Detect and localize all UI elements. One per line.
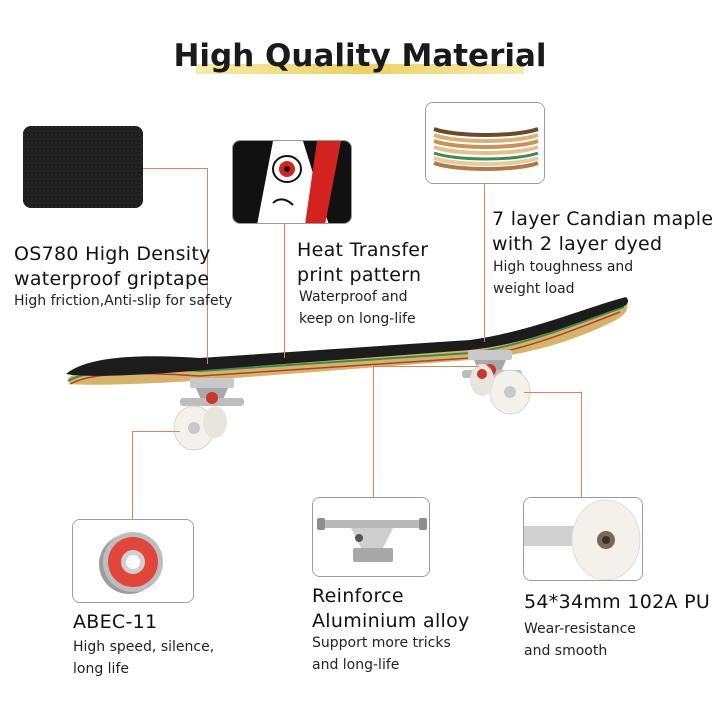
print-heading: Heat Transfer print pattern [297,239,429,286]
truck-thumbnail [312,497,430,577]
wheel-connector-h [524,392,582,393]
truck-desc: Support more tricks and long-life [312,635,451,673]
wheel-desc: Wear-resistance and smooth [524,621,636,659]
maple-heading: 7 layer Candian maple with 2 layer dyed [492,208,714,255]
bearing-thumbnail [72,519,194,603]
wheel-heading: 54*34mm 102A PU [524,591,711,613]
title-highlight [196,64,524,74]
griptape-connector [143,168,208,169]
bearing-connector-h [132,431,180,432]
bearing-heading: ABEC-11 [73,611,158,633]
griptape-thumbnail [23,126,143,208]
griptape-heading: OS780 High Density waterproof griptape [14,243,211,290]
wheel-thumbnail [523,497,643,581]
print-pattern-thumbnail [232,140,352,224]
maple-connector [484,184,485,342]
truck-heading: Reinforce Aluminium alloy [312,585,470,632]
truck-connector-v [373,366,374,497]
bearing-connector-v [132,431,133,519]
truck-connector-h [373,366,479,367]
maple-desc: High toughness and weight load [493,259,634,297]
page-title: High Quality Material [173,38,547,74]
print-connector [284,224,285,358]
wheel-connector-v [581,392,582,497]
maple-layers-thumbnail [425,102,545,184]
bearing-desc: High speed, silence, long life [73,639,215,677]
griptape-connector-vertical [207,168,208,364]
griptape-desc: High friction,Anti-slip for safety [14,293,233,309]
print-desc: Waterproof and keep on long-life [299,289,416,327]
